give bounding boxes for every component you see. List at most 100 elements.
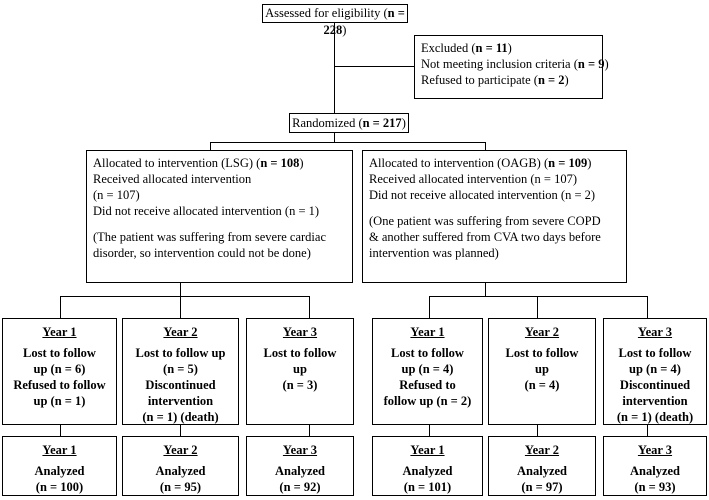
analysis-year: Year 2 [524, 443, 560, 457]
connector-line [334, 66, 415, 67]
assessed-count: n = 228 [323, 6, 405, 37]
connector-line [647, 424, 648, 436]
excluded-reason-criteria: Not meeting inclusion criteria ( [421, 57, 578, 71]
analysis-count: (n = 101) [403, 480, 452, 494]
followup-box: Year 3 Lost to follow up (n = 3) [246, 318, 354, 425]
followup-line: intervention [622, 394, 688, 408]
followup-line: Lost to follow [391, 346, 464, 360]
analysis-box: Year 1 Analyzed (n = 101) [372, 436, 483, 496]
analysis-label: Analyzed [402, 464, 453, 478]
connector-line [60, 296, 310, 297]
connector-line [180, 282, 181, 296]
followup-line: up [535, 362, 549, 376]
analysis-count: (n = 93) [634, 480, 676, 494]
followup-year: Year 2 [524, 325, 560, 339]
oagb-not-received: Did not receive allocated intervention (… [369, 188, 596, 202]
followup-line: (n = 4) [524, 378, 560, 392]
connector-line [485, 282, 486, 296]
analysis-year: Year 3 [282, 443, 318, 457]
analysis-year: Year 2 [163, 443, 198, 457]
lsg-note-line: disorder, so intervention could not be d… [93, 246, 311, 260]
connector-line [60, 296, 61, 318]
lsg-received-label: Received allocated intervention [93, 172, 252, 186]
followup-line: up (n = 1) [33, 394, 86, 408]
followup-line: Lost to follow [505, 346, 579, 360]
followup-year: Year 1 [410, 325, 445, 339]
connector-line [180, 424, 181, 436]
connector-line [429, 296, 648, 297]
oagb-note-line: intervention was planned) [369, 246, 499, 260]
followup-box: Year 1 Lost to follow up (n = 4) Refused… [372, 318, 483, 425]
followup-line: (n = 1) (death) [142, 410, 219, 424]
lsg-note-line: (The patient was suffering from severe c… [93, 230, 326, 244]
analysis-year: Year 1 [410, 443, 445, 457]
followup-line: Refused to follow [13, 378, 106, 392]
followup-line: intervention [147, 394, 214, 408]
analysis-year: Year 3 [637, 443, 673, 457]
connector-line [537, 296, 538, 318]
oagb-allocation-box: Allocated to intervention (OAGB) (n = 10… [362, 150, 627, 283]
followup-line: Lost to follow up [135, 346, 226, 360]
lsg-allocation-box: Allocated to intervention (LSG) (n = 108… [86, 150, 353, 283]
followup-line: Refused to [399, 378, 456, 392]
followup-box: Year 2 Lost to follow up (n = 4) [488, 318, 596, 425]
followup-year: Year 3 [637, 325, 673, 339]
followup-line: up (n = 4) [629, 362, 681, 376]
analysis-label: Analyzed [517, 464, 567, 478]
connector-line [180, 296, 181, 318]
lsg-not-received: Did not receive allocated intervention (… [93, 204, 320, 218]
randomized-box: Randomized (n = 217) [289, 113, 409, 133]
followup-line: (n = 3) [282, 378, 318, 392]
connector-line [309, 296, 310, 318]
analysis-label: Analyzed [34, 464, 85, 478]
analysis-count: (n = 100) [35, 480, 84, 494]
assessed-label: Assessed for eligibility ( [265, 6, 388, 20]
connector-line [60, 424, 61, 436]
followup-line: up [293, 362, 307, 376]
oagb-note-line: & another suffered from CVA two days bef… [369, 230, 601, 244]
analysis-box: Year 2 Analyzed (n = 97) [488, 436, 596, 496]
connector-line [334, 133, 335, 142]
followup-line: Discontinued [619, 378, 691, 392]
randomized-count: n = 217 [362, 116, 402, 130]
oagb-received: Received allocated intervention (n = 107… [369, 172, 578, 186]
followup-year: Year 1 [42, 325, 77, 339]
excluded-reason-refused: Refused to participate ( [421, 73, 538, 87]
followup-line: Discontinued [145, 378, 216, 392]
connector-line [210, 142, 211, 150]
connector-line [537, 424, 538, 436]
followup-year: Year 2 [163, 325, 198, 339]
followup-box: Year 1 Lost to follow up (n = 6) Refused… [2, 318, 117, 425]
connector-line [429, 424, 430, 436]
analysis-label: Analyzed [275, 464, 325, 478]
analysis-count: (n = 97) [521, 480, 563, 494]
analysis-label: Analyzed [155, 464, 206, 478]
followup-line: Lost to follow [263, 346, 337, 360]
analysis-box: Year 2 Analyzed (n = 95) [122, 436, 239, 496]
excluded-title: Excluded ( [421, 41, 476, 55]
oagb-note-line: (One patient was suffering from severe C… [369, 214, 601, 228]
followup-box: Year 2 Lost to follow up (n = 5) Discont… [122, 318, 239, 425]
analysis-year: Year 1 [42, 443, 77, 457]
followup-line: follow up (n = 2) [383, 394, 472, 408]
followup-year: Year 3 [282, 325, 318, 339]
excluded-box: Excluded (n = 11) Not meeting inclusion … [414, 35, 609, 99]
randomized-label: Randomized ( [292, 116, 363, 130]
followup-line: (n = 5) [163, 362, 198, 376]
analysis-box: Year 3 Analyzed (n = 93) [603, 436, 707, 496]
analysis-count: (n = 92) [279, 480, 321, 494]
connector-line [429, 296, 430, 318]
analysis-label: Analyzed [630, 464, 680, 478]
assessed-box: Assessed for eligibility (n = 228) [262, 4, 408, 37]
lsg-allocated-label: Allocated to intervention (LSG) ( [93, 156, 261, 170]
connector-line [210, 142, 485, 143]
connector-line [309, 424, 310, 436]
analysis-box: Year 3 Analyzed (n = 92) [246, 436, 354, 496]
connector-line [485, 142, 486, 150]
followup-box: Year 3 Lost to follow up (n = 4) Discont… [603, 318, 707, 425]
oagb-allocated-label: Allocated to intervention (OAGB) ( [369, 156, 549, 170]
followup-line: Lost to follow [618, 346, 692, 360]
followup-line: up (n = 6) [33, 362, 86, 376]
followup-line: Lost to follow [23, 346, 96, 360]
